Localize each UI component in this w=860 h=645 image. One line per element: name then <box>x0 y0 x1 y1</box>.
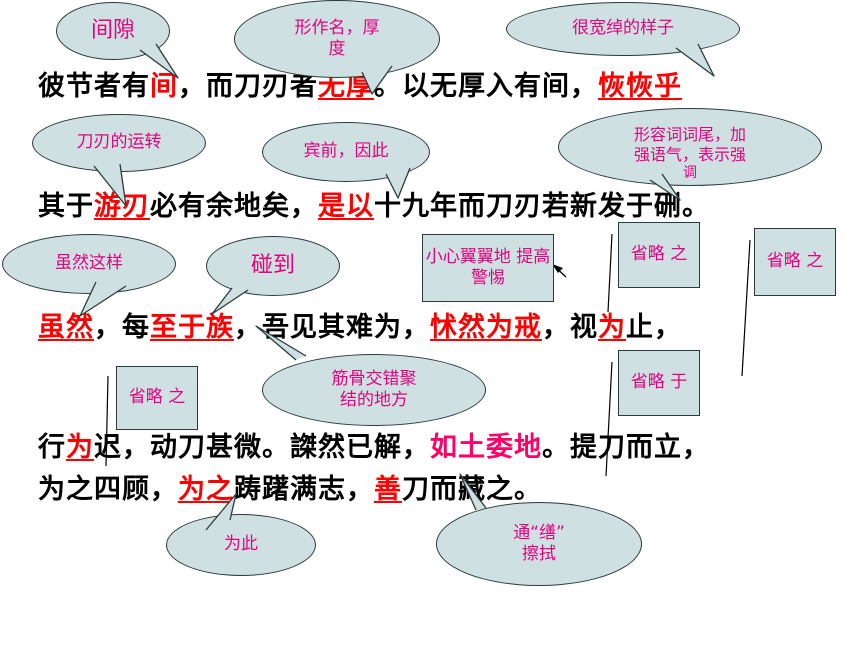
line3-segment-2: 至于族 <box>150 312 234 343</box>
line4-segment-3: 如土委地 <box>430 432 542 463</box>
line1-segment-4: 。以无厚入有间， <box>374 71 598 102</box>
line2-segment-3: 是以 <box>318 191 374 222</box>
text-line-4: 行为迟，动刀甚微。謋然已解，如土委地。提刀而立， <box>38 425 710 464</box>
bubble-weici-text: 为此 <box>224 534 258 555</box>
line3-segment-5: ，视 <box>542 312 598 343</box>
line3-segment-6: 为 <box>598 312 626 343</box>
bubble-jingu: 筋骨交错聚 结的地方 <box>262 354 486 426</box>
box-shenglue-zhi-1-line1: 省略 <box>630 244 665 265</box>
bubble-suiran: 虽然这样 <box>2 234 176 294</box>
line1-segment-5: 恢恢乎 <box>598 71 682 102</box>
bubble-xingrongci-line1: 形容词词尾，加 <box>633 125 746 145</box>
line3-segment-4: 怵然为戒 <box>430 312 542 343</box>
bubble-suiran-text: 虽然这样 <box>55 253 123 274</box>
box-shenglue-zhi-2-line2: 之 <box>806 251 824 272</box>
bubble-xingzuoming: 形作名，厚 度 <box>234 0 440 78</box>
box-shenglue-yu-line1: 省略 <box>630 372 665 393</box>
bubble-tongshan-line1: 通“缮” <box>513 522 565 543</box>
line2-segment-0: 其于 <box>38 191 94 222</box>
bubble-daoren-yunzhuan-text: 刀刃的运转 <box>76 132 162 153</box>
bubble-tongshan: 通“缮” 擦拭 <box>436 502 642 586</box>
line5-segment-2: 踌躇满志， <box>234 474 374 505</box>
box-shenglue-zhi-1: 省略 之 <box>618 222 700 288</box>
box-shenglue-zhi-2-line1: 省略 <box>766 251 801 272</box>
bubble-daoren-yunzhuan: 刀刃的运转 <box>32 114 206 172</box>
box-xiaoxin-line1: 小心翼翼地 <box>425 246 511 267</box>
bubble-binqian: 宾前，因此 <box>262 122 430 182</box>
bubble-pengdao-text: 碰到 <box>250 253 295 279</box>
bubble-henkuanchuo: 很宽绰的样子 <box>506 2 740 56</box>
line3-segment-1: ，每 <box>94 312 150 343</box>
line3-segment-0: 虽然 <box>38 312 94 343</box>
box-shenglue-zhi-2: 省略 之 <box>754 228 836 296</box>
box-shenglue-yu-line2: 于 <box>670 372 688 393</box>
line4-segment-2: 迟，动刀甚微。謋然已解， <box>94 432 430 463</box>
box-shenglue-zhi-1-line2: 之 <box>670 244 688 265</box>
bubble-xingrongci-line3: 调 <box>682 165 697 182</box>
bubble-jianxi: 间隙 <box>56 2 170 60</box>
bubble-jingu-line1: 筋骨交错聚 <box>331 368 417 389</box>
bubble-xingzuoming-line2: 度 <box>328 39 346 59</box>
line5-segment-3: 善 <box>374 474 402 505</box>
box-xiaoxin-line2: 提高警惕 <box>471 246 551 288</box>
line1-segment-0: 彼节者有 <box>38 71 150 102</box>
box-xiaoxin: 小心翼翼地 提高警惕 <box>422 234 554 302</box>
bubble-binqian-text: 宾前，因此 <box>303 141 389 162</box>
line3-segment-7: 止， <box>626 312 682 343</box>
bubble-xingzuoming-line1: 形作名，厚 <box>294 17 380 38</box>
bubble-tongshan-line2: 擦拭 <box>522 544 556 564</box>
bubble-henkuanchuo-text: 很宽绰的样子 <box>572 18 674 39</box>
box-shenglue-zhi-3-line2: 之 <box>168 387 186 408</box>
line4-segment-1: 为 <box>66 432 94 463</box>
bubble-weici: 为此 <box>166 514 316 576</box>
bubble-pengdao: 碰到 <box>206 236 340 296</box>
line4-segment-4: 。提刀而立， <box>542 432 710 463</box>
line5-segment-0: 为之四顾， <box>38 474 178 505</box>
box-shenglue-yu: 省略 于 <box>618 350 700 416</box>
bubble-xingrongci-line2: 强语气，表示强 <box>633 145 746 165</box>
box-shenglue-zhi-3-line1: 省略 <box>128 387 163 408</box>
line2-segment-2: 必有余地矣， <box>150 191 318 222</box>
line1-segment-2: ，而刀刃者 <box>178 71 318 102</box>
bubble-jingu-line2: 结的地方 <box>340 390 408 410</box>
line4-segment-0: 行 <box>38 432 66 463</box>
bubble-xingrongci: 形容词词尾，加 强语气，表示强 调 <box>558 108 822 186</box>
bubble-jianxi-text: 间隙 <box>90 18 135 44</box>
box-shenglue-zhi-3: 省略 之 <box>116 366 198 430</box>
